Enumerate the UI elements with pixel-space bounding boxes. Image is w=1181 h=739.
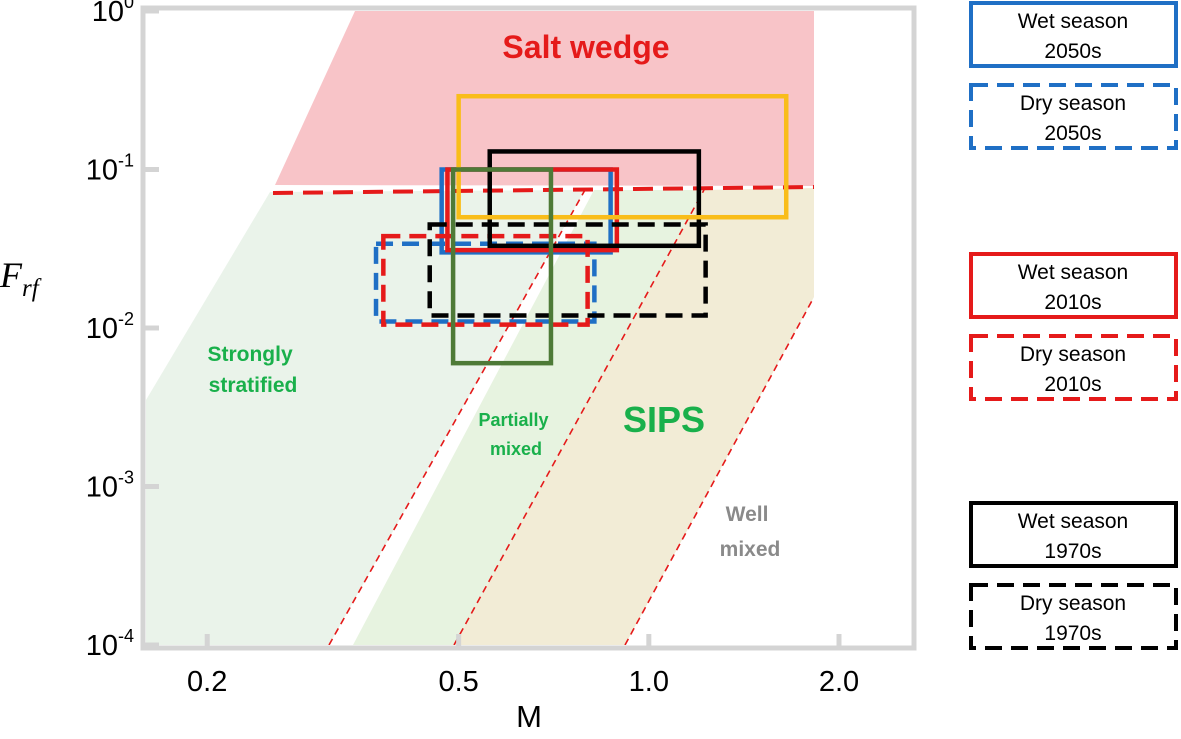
legend-label-line2: 2050s — [1044, 122, 1101, 145]
salt-wedge-region — [275, 11, 814, 186]
y-tick-label: 10-4 — [86, 626, 134, 662]
legend-label-line1: Wet season — [1018, 261, 1129, 284]
legend-label-line1: Dry season — [1020, 343, 1126, 366]
well-mixed-label: Well mixed — [720, 503, 781, 561]
strongly-stratified-label: Strongly stratified — [207, 343, 298, 397]
legend-label-line2: 2050s — [1044, 40, 1101, 63]
partially-mixed-region — [353, 190, 704, 645]
legend-label-line1: Dry season — [1020, 92, 1126, 115]
data-box-6 — [456, 93, 789, 220]
x-tick-label: 0.5 — [438, 666, 478, 698]
legend-swatch — [969, 252, 1178, 319]
x-tick-label: 0.2 — [187, 666, 227, 698]
legend-swatch — [969, 83, 1178, 150]
x-tick-label: 2.0 — [819, 666, 859, 698]
y-axis-label: Frf — [0, 255, 42, 302]
data-box-3 — [381, 233, 590, 327]
x-axis: 0.2 0.5 1.0 2.0 — [187, 634, 859, 698]
data-box-7 — [450, 167, 554, 366]
legend-label-line2: 2010s — [1044, 291, 1101, 314]
regime-boundary-line — [453, 189, 705, 645]
data-box-4 — [487, 149, 702, 249]
salt-wedge-boundary-line — [272, 185, 815, 195]
data-box-1 — [373, 241, 597, 324]
regime-boundary-line — [624, 296, 815, 645]
sips-label: SIPS — [623, 399, 705, 440]
salt-wedge-label: Salt wedge — [502, 29, 669, 65]
legend-swatch — [969, 334, 1178, 401]
data-boxes — [373, 93, 789, 366]
legend-label-line2: 2010s — [1044, 373, 1101, 396]
y-tick-label: 10-3 — [86, 468, 134, 504]
partially-mixed-label: Partially mixed — [478, 410, 553, 459]
legend-label-line1: Dry season — [1020, 592, 1126, 615]
sips-region — [454, 188, 814, 645]
legend-swatch — [969, 583, 1178, 650]
y-tick-label: 10-1 — [86, 151, 134, 187]
regime-boundary-line — [328, 189, 586, 645]
strongly-stratified-region — [146, 190, 585, 645]
legend-swatch — [969, 501, 1178, 568]
plot-area — [146, 11, 815, 645]
legend-label-line1: Wet season — [1018, 510, 1129, 533]
x-tick-label: 1.0 — [629, 666, 669, 698]
legend-label-line2: 1970s — [1044, 622, 1101, 645]
data-box-5 — [427, 222, 708, 318]
legend-label-line2: 1970s — [1044, 540, 1101, 563]
y-tick-label: 100 — [92, 0, 134, 28]
y-axis: 100 10-1 10-2 10-3 10-4 — [86, 0, 159, 662]
legend-swatch — [969, 1, 1178, 68]
y-tick-label: 10-2 — [86, 309, 134, 345]
legend-label-line1: Wet season — [1018, 10, 1129, 33]
x-axis-label: M — [516, 699, 542, 734]
